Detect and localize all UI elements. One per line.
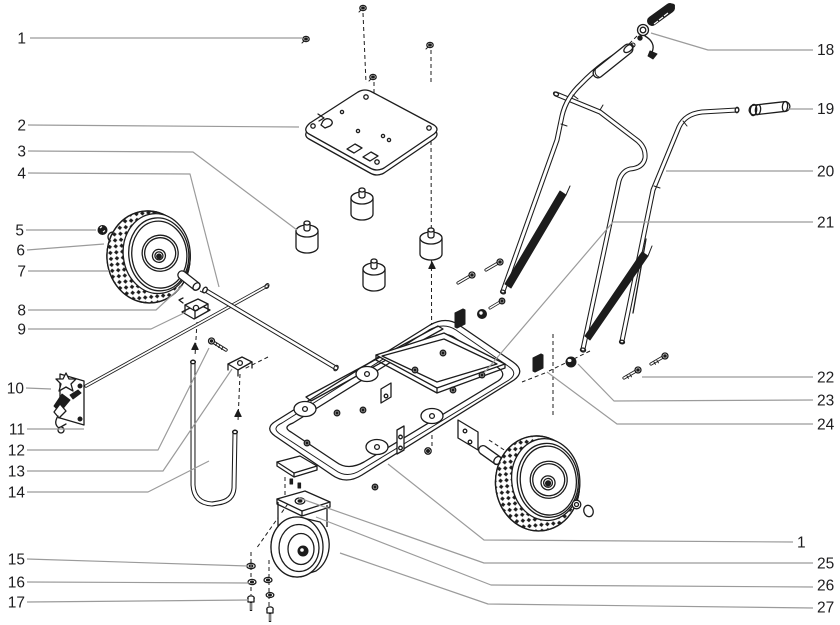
callout-1: 1 [17,31,26,48]
callout-5: 5 [15,223,24,240]
leader-14 [27,460,210,493]
handle-assembly [499,3,791,353]
handle-screw-c [456,271,476,285]
callout-1-right: 1 [797,535,806,552]
leader-10 [25,387,52,390]
axle-nut [97,225,108,235]
leader-27 [339,552,814,609]
leader-2 [27,124,300,128]
tube-clamp [227,356,253,377]
top-screws [301,4,434,82]
gun-holder [636,23,658,60]
clamp-screw [207,337,228,352]
callout-16: 16 [8,575,25,592]
callout-15: 15 [8,552,25,569]
leader-24 [546,371,813,425]
leader-13 [27,368,233,472]
callout-3: 3 [17,144,26,161]
axle-clamp [178,297,211,320]
caster-fasteners [246,562,275,622]
leader-23 [577,363,814,402]
callout-13: 13 [8,464,25,481]
callout-leaders [25,32,814,609]
handle-grip-left [592,43,634,79]
callout-6: 6 [16,243,25,260]
leader-3 [27,150,298,231]
handle-gusset-front [504,190,567,289]
callout-19: 19 [817,101,834,118]
callout-9: 9 [17,322,26,339]
pail-bracket-rod [84,283,270,388]
callout-12: 12 [8,443,25,460]
callout-17: 17 [8,595,25,612]
callout-2: 2 [17,118,26,135]
callout-14: 14 [8,485,26,502]
leader-18 [650,32,813,51]
callout-23: 23 [817,393,834,410]
axle-rod [202,286,339,372]
callout-22: 22 [817,370,834,387]
callout-21: 21 [817,215,834,232]
leader-17 [26,599,250,603]
frame-mount-ears [293,365,444,456]
leader-15 [26,558,249,567]
frame-screws [303,349,486,491]
callout-25: 25 [817,556,834,573]
leader-8 [28,285,183,311]
callout-10: 10 [7,381,25,398]
callout-11: 11 [9,422,25,439]
leader-1-right [387,463,794,543]
leader-9 [28,312,185,330]
leader-26 [315,516,814,588]
latch-bracket [53,372,85,434]
callout-20: 20 [817,164,835,181]
leader-25 [298,497,813,564]
callout-labels: 1 2 3 4 5 6 7 8 9 10 11 12 13 14 15 16 1… [7,31,835,617]
callout-4: 4 [17,166,26,183]
handle-screw-b [622,366,642,380]
callout-8: 8 [17,303,26,320]
cart-frame [269,308,544,491]
mounting-plate [305,89,438,176]
callout-26: 26 [817,578,834,595]
leader-4 [27,172,220,288]
right-axle-washer [571,499,582,510]
handle-gusset-rear [584,251,649,341]
leader-12 [27,347,210,451]
left-wheel [106,210,191,304]
leader-6 [26,243,105,251]
callout-7: 7 [17,264,26,281]
support-u-tube [189,359,239,507]
isolator-block [454,308,466,329]
right-wheel [494,435,581,532]
isolator-block-right [532,353,544,373]
leader-16 [26,581,250,584]
tube-end-cap [565,356,577,368]
gun-handle-grip [647,3,675,26]
handle-grip-right [748,100,791,117]
tube-end-screw [488,297,506,310]
callout-18: 18 [817,42,834,59]
callout-27: 27 [817,600,834,617]
handle-screw-d [484,258,504,272]
wheel-spacer [177,270,201,291]
callout-24: 24 [817,417,835,434]
rubber-feet [295,187,443,292]
handle-screw-a [649,352,669,366]
retaining-ring [583,504,594,518]
leader-21 [483,221,813,374]
handle-mount-hardware [456,258,669,380]
caster-assembly [270,490,331,578]
